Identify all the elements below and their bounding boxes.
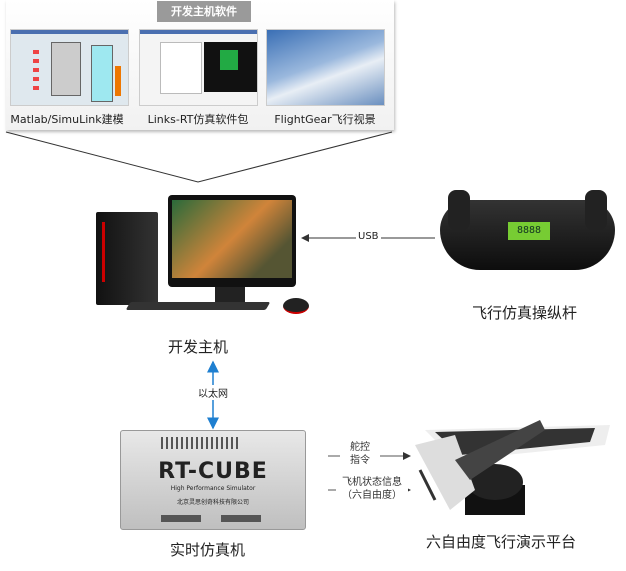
dev-host-label: 开发主机 bbox=[168, 338, 229, 356]
flightgear-thumbnail bbox=[266, 29, 385, 106]
control-line2: 指令 bbox=[350, 455, 370, 466]
caption-links-rt: Links-RT仿真软件包 bbox=[147, 113, 249, 126]
joystick-display: 8888 bbox=[508, 222, 550, 240]
platform-label: 六自由度飞行演示平台 bbox=[426, 533, 577, 551]
rt-cube-brand: RT-CUBE bbox=[158, 459, 268, 484]
monitor bbox=[168, 195, 296, 287]
state-info-label: 飞机状态信息 （六自由度） bbox=[336, 476, 408, 502]
simulink-thumbnail bbox=[10, 29, 129, 106]
monitor-stand bbox=[215, 287, 245, 305]
caption-simulink: Matlab/SimuLink建模 bbox=[10, 113, 124, 126]
ethernet-label: 以太网 bbox=[198, 385, 228, 400]
pc-tower bbox=[96, 212, 158, 305]
state-line2: （六自由度） bbox=[342, 490, 402, 501]
usb-label: USB bbox=[356, 231, 381, 242]
state-line1: 飞机状态信息 bbox=[342, 477, 402, 488]
caption-flightgear: FlightGear飞行视景 bbox=[274, 113, 376, 126]
mouse bbox=[283, 298, 309, 314]
keyboard bbox=[125, 302, 271, 310]
joystick-label: 飞行仿真操纵杆 bbox=[472, 304, 578, 322]
control-line1: 舵控 bbox=[350, 442, 370, 453]
rt-cube-company: 北京灵思创奇科技有限公司 bbox=[176, 499, 249, 506]
rt-cube-device: RT-CUBE High Performance Simulator 北京灵思创… bbox=[120, 430, 306, 530]
chevron-line bbox=[5, 131, 393, 183]
rt-cube-subtitle: High Performance Simulator bbox=[170, 485, 256, 492]
software-panel-title: 开发主机软件 bbox=[157, 1, 251, 22]
rt-cube-label: 实时仿真机 bbox=[170, 541, 246, 559]
six-dof-platform bbox=[415, 420, 610, 515]
links-rt-thumbnail bbox=[139, 29, 258, 106]
control-command-label: 舵控指令 bbox=[340, 441, 380, 467]
